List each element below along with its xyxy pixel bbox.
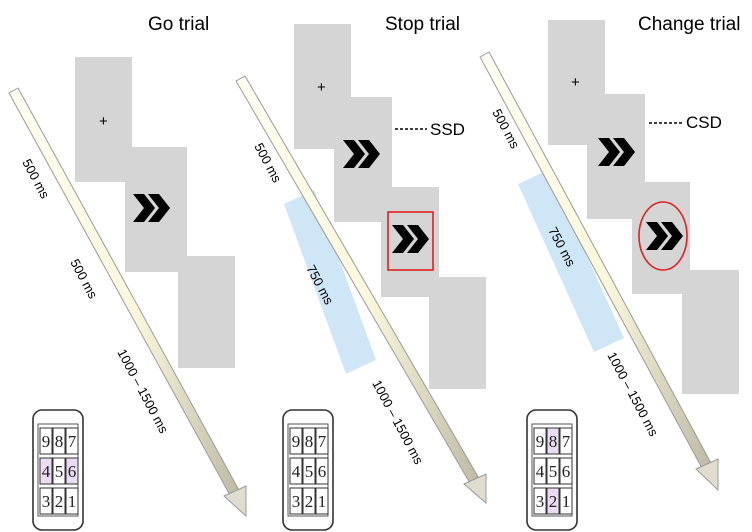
keypad-key-label: 3	[536, 492, 545, 511]
keypad-key-label: 8	[305, 432, 314, 451]
keypad-key	[546, 457, 560, 485]
keypad-key-label: 9	[42, 432, 51, 451]
stimulus-screen	[125, 147, 187, 272]
blank-screen	[178, 256, 235, 368]
keypad-key-label: 4	[292, 462, 301, 481]
panel-change-trial: Change trial + CSD 500 ms 750 ms 1000 – …	[479, 14, 740, 531]
keypad-key	[302, 457, 316, 485]
double-chevron-icon	[392, 225, 429, 253]
keypad-key	[289, 457, 303, 485]
panel-title: Go trial	[148, 14, 209, 35]
keypad-key-label: 9	[536, 432, 545, 451]
keypad-key-label: 5	[549, 462, 558, 481]
fixation-cross-icon: +	[571, 74, 580, 91]
highlight-band	[284, 190, 376, 374]
keypad-key	[559, 457, 573, 485]
time-label-stimulus: 500 ms	[67, 256, 100, 301]
keypad-key	[39, 457, 53, 485]
keypad-key-label: 6	[318, 462, 327, 481]
keypad-key-label: 5	[305, 462, 314, 481]
keypad-key	[559, 427, 573, 455]
keypad-key-label: 4	[536, 462, 545, 481]
panel-stop-trial: Stop trial + SSD 500 ms 750 ms 1000 – 15…	[235, 14, 487, 531]
keypad-key-label: 3	[292, 492, 301, 511]
keypad-key	[315, 487, 329, 515]
keypad-key-label: 7	[68, 432, 77, 451]
fixation-cross-icon: +	[317, 79, 326, 96]
keypad-key-label: 8	[549, 432, 558, 451]
fixation-cross-icon: +	[99, 113, 108, 130]
fixation-screen	[75, 57, 132, 182]
keypad-key-label: 5	[55, 462, 64, 481]
keypad-key	[533, 487, 547, 515]
keypad-key-label: 1	[68, 492, 77, 511]
timeline-arrow-icon	[8, 87, 247, 518]
keypad-key-label: 7	[562, 432, 571, 451]
double-chevron-icon	[133, 194, 170, 222]
keypad-key-label: 2	[305, 492, 314, 511]
keypad-key	[533, 427, 547, 455]
timeline-arrow-icon	[235, 75, 487, 505]
keypad-key-label: 4	[42, 462, 51, 481]
keypad-key-label: 8	[55, 432, 64, 451]
double-chevron-icon	[598, 138, 635, 166]
keypad-key	[52, 457, 66, 485]
double-chevron-icon	[646, 222, 683, 250]
keypad-key	[546, 487, 560, 515]
keypad-key-label: 7	[318, 432, 327, 451]
delay-label: CSD	[686, 113, 722, 132]
highlight-band	[518, 170, 624, 352]
keypad-key-label: 1	[318, 492, 327, 511]
panel-title: Stop trial	[385, 14, 460, 35]
keypad-key-label: 1	[562, 492, 571, 511]
keypad-key-label: 6	[68, 462, 77, 481]
keypad-key	[315, 427, 329, 455]
blank-screen	[429, 277, 486, 389]
timeline-arrow-icon	[479, 51, 719, 492]
keypad-key	[52, 487, 66, 515]
keypad-key	[52, 427, 66, 455]
blank-screen	[682, 270, 739, 394]
keypad-key	[302, 427, 316, 455]
keypad-key	[65, 457, 79, 485]
keypad-key	[315, 457, 329, 485]
keypad-key	[65, 487, 79, 515]
keypad-key-label: 3	[42, 492, 51, 511]
keypad-key-label: 6	[562, 462, 571, 481]
keypad-key-label: 2	[55, 492, 64, 511]
stop-signal-box	[387, 211, 434, 271]
keypad-key	[302, 487, 316, 515]
double-chevron-icon	[343, 140, 380, 168]
panel-go-trial: Go trial + 500 ms 500 ms 1000 – 1500 ms …	[8, 14, 247, 531]
keypad-key	[289, 487, 303, 515]
keypad-key-label: 9	[292, 432, 301, 451]
keypad-key	[533, 457, 547, 485]
keypad-key	[546, 427, 560, 455]
keypad-key	[39, 427, 53, 455]
keypad-key	[559, 487, 573, 515]
delay-label: SSD	[430, 120, 465, 139]
panel-title: Change trial	[638, 14, 740, 35]
keypad-key	[39, 487, 53, 515]
change-signal-circle	[638, 201, 688, 271]
keypad-key	[65, 427, 79, 455]
keypad-key	[289, 427, 303, 455]
keypad-key-label: 2	[549, 492, 558, 511]
